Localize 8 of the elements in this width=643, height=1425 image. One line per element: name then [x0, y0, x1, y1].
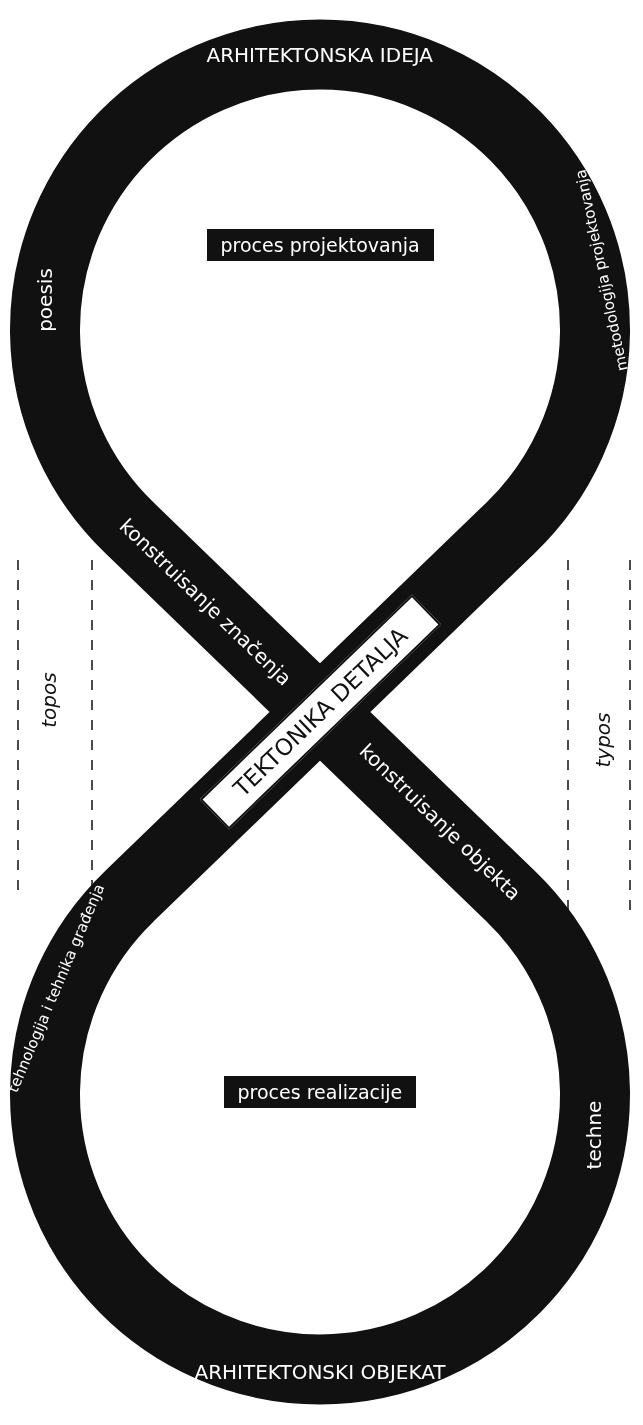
caption-box: proces realizacije — [223, 1076, 417, 1108]
band-text: ARHITEKTONSKA IDEJA — [206, 44, 433, 66]
side-label: typos — [591, 712, 613, 768]
caption-box: proces projektovanja — [206, 229, 434, 261]
band-text: poesis — [33, 268, 56, 332]
band-text: techne — [582, 1100, 605, 1170]
side-label: topos — [37, 672, 60, 728]
band-text: ARHITEKTONSKI OBJEKAT — [194, 1361, 446, 1383]
